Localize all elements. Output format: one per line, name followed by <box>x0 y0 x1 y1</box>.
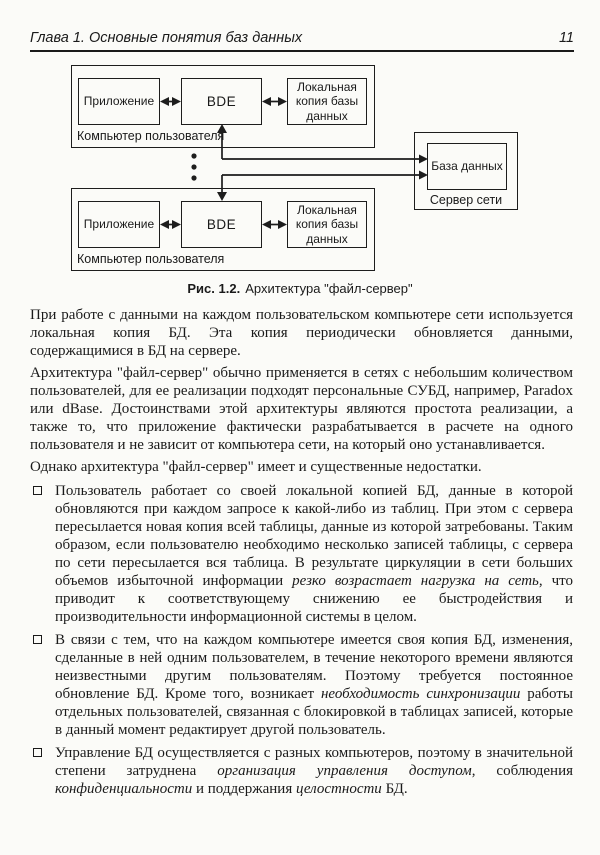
paragraph: Однако архитектура "файл-сервер" имеет и… <box>30 459 482 475</box>
chapter-title: Глава 1. Основные понятия баз данных <box>30 30 303 46</box>
computer2-app-box: Приложение <box>78 201 160 248</box>
list-item: Пользователь работает со своей локальной… <box>30 482 573 626</box>
text-segment: БД. <box>381 781 408 797</box>
text-segment: Управление БД осуществляется с разных ко… <box>55 745 573 779</box>
server-db-box: База данных <box>427 143 507 190</box>
paragraph: Архитектура "файл-сервер" обычно применя… <box>30 365 573 453</box>
text-segment: и поддержания <box>192 781 296 797</box>
computer2-localcopy-box: Локальная копия базы данных <box>287 201 367 248</box>
bullet-text: Управление БД осуществляется с разных ко… <box>55 744 573 798</box>
text-segment: работы отдельных пользователей, связанна… <box>55 686 573 738</box>
text-segment-italic: целостности <box>296 781 382 797</box>
paragraph: При работе с данными на каждом пользоват… <box>30 307 573 359</box>
computer2-app-label: Приложение <box>83 217 155 232</box>
figure-diagram: Приложение BDE Локальная копия базы данн… <box>0 60 600 275</box>
body-text: При работе с данными на каждом пользоват… <box>30 306 573 803</box>
page-number: 11 <box>558 30 574 46</box>
text-segment-italic: конфиденциальности <box>55 781 193 797</box>
computer2-caption: Компьютер пользователя <box>77 252 225 266</box>
figure-caption-number: Рис. 1.2. <box>187 281 241 296</box>
computer1-bde-box: BDE <box>181 78 262 125</box>
figure-caption-text: Архитектура "файл-сервер" <box>245 281 413 296</box>
text-segment-italic: резко возрастает нагрузка на сеть <box>292 573 539 589</box>
page-header: Глава 1. Основные понятия баз данных 11 <box>30 30 574 52</box>
bullet-text: В связи с тем, что на каждом компьютере … <box>55 631 573 739</box>
computer2-bde-box: BDE <box>181 201 262 248</box>
text-segment: , что приводит к соответствующему снижен… <box>55 573 574 625</box>
list-item: В связи с тем, что на каждом компьютере … <box>30 631 573 739</box>
text-segment: Пользователь работает со своей локальной… <box>55 483 573 589</box>
square-bullet-icon <box>33 486 42 495</box>
server-db-label: База данных <box>431 159 503 174</box>
computer1-localcopy-label: Локальная копия базы данных <box>295 80 359 123</box>
server-caption: Сервер сети <box>429 193 503 207</box>
text-segment-italic: необходимость синхронизации <box>320 686 521 702</box>
text-segment: В связи с тем, что на каждом компьютере … <box>55 632 573 702</box>
computer2-localcopy-label: Локальная копия базы данных <box>295 203 359 246</box>
figure-caption: Рис. 1.2. Архитектура "файл-сервер" <box>0 281 600 296</box>
square-bullet-icon <box>33 748 42 757</box>
text-segment: , соблюдения <box>471 763 573 779</box>
list-item: Управление БД осуществляется с разных ко… <box>30 744 573 798</box>
computer1-app-box: Приложение <box>78 78 160 125</box>
computer2-bde-label: BDE <box>206 216 237 232</box>
computer1-localcopy-box: Локальная копия базы данных <box>287 78 367 125</box>
bullet-text: Пользователь работает со своей локальной… <box>55 482 573 626</box>
computer1-bde-label: BDE <box>206 93 237 109</box>
computer1-app-label: Приложение <box>83 94 155 109</box>
computer1-caption: Компьютер пользователя <box>77 129 225 143</box>
square-bullet-icon <box>33 635 42 644</box>
text-segment-italic: организация управления доступом <box>217 763 472 779</box>
